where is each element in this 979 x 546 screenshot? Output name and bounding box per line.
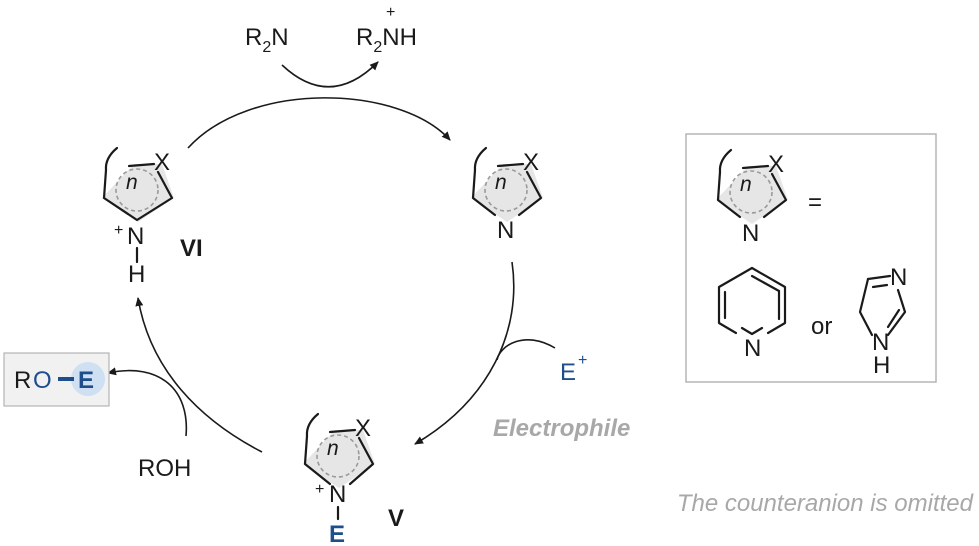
svg-text:H: H [873, 352, 890, 379]
electrophile-label: Electrophile [493, 415, 630, 442]
svg-text:n: n [126, 171, 138, 194]
svg-text:+: + [578, 352, 587, 369]
alcohol-reagent: ROH [138, 455, 191, 482]
svg-text:E: E [78, 367, 94, 394]
svg-text:N: N [744, 335, 761, 362]
alcohol-to-product-arrow [107, 367, 188, 437]
svg-text:E: E [560, 359, 576, 386]
svg-text:X: X [154, 149, 170, 176]
svg-text:+: + [315, 481, 324, 498]
cycle-arc-left [135, 297, 263, 453]
svg-text:+: + [386, 4, 395, 21]
svg-text:R: R [14, 367, 31, 394]
reagent-protonated-base: R2NH + [356, 4, 417, 56]
electrophile-input-arrow [496, 338, 556, 361]
svg-text:R2N: R2N [245, 24, 289, 56]
svg-text:X: X [355, 415, 371, 442]
reagent-base: R2N [245, 24, 289, 56]
svg-text:+: + [114, 222, 123, 239]
product-box: R O E [3, 352, 110, 407]
svg-text:E: E [329, 521, 345, 546]
svg-text:n: n [327, 437, 339, 460]
svg-text:N: N [497, 217, 514, 244]
label-intermediate-vi: VI [180, 235, 203, 262]
ring-free-catalyst: n X N [471, 146, 543, 244]
svg-text:N: N [890, 264, 907, 291]
svg-text:n: n [740, 173, 752, 196]
svg-text:N: N [329, 481, 346, 508]
svg-text:H: H [128, 261, 145, 288]
svg-text:X: X [523, 149, 539, 176]
cycle-arc-right [414, 261, 515, 445]
cycle-arc-top [187, 97, 451, 149]
legend-box: n X N = N or N N H [685, 133, 937, 383]
svg-text:N: N [127, 223, 144, 250]
svg-text:N: N [742, 220, 759, 247]
ring-activated: n X N + E [303, 412, 375, 546]
electrophile-reagent: E + [560, 352, 587, 386]
svg-text:R2NH: R2NH [356, 24, 417, 56]
svg-text:X: X [768, 151, 784, 178]
svg-text:=: = [808, 189, 822, 216]
label-intermediate-v: V [388, 505, 404, 532]
svg-text:n: n [495, 171, 507, 194]
svg-text:N: N [872, 329, 889, 356]
svg-text:O: O [33, 367, 52, 394]
svg-text:or: or [811, 313, 832, 340]
footnote: The counteranion is omitted [677, 490, 974, 517]
deprotonation-arrow [281, 61, 379, 88]
ring-protonated: n X N + H [102, 146, 174, 288]
